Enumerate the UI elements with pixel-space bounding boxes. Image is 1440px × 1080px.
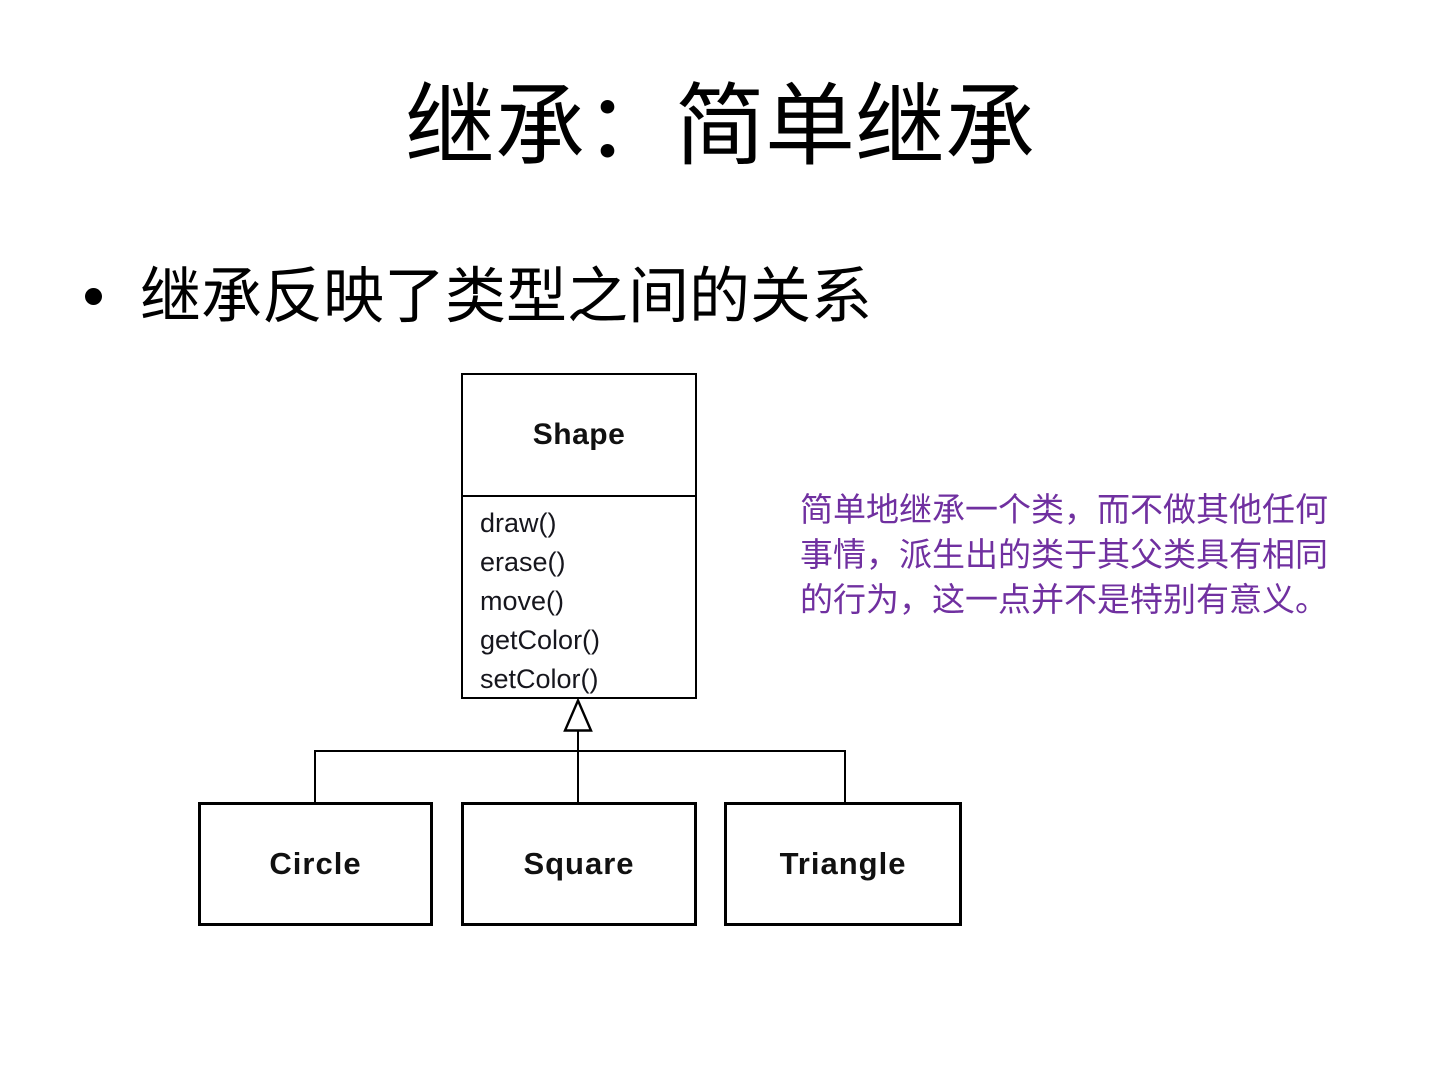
bullet-item: 继承反映了类型之间的关系 xyxy=(85,248,1385,344)
note-line: 的行为，这一点并不是特别有意义。 xyxy=(800,581,1328,618)
connector-vertical-right xyxy=(844,750,846,803)
class-box-circle: Circle xyxy=(198,802,433,926)
class-box-shape: Shape draw() erase() move() getColor() s… xyxy=(461,373,697,699)
note-line: 事情，派生出的类于其父类具有相同 xyxy=(800,536,1328,573)
connector-vertical-center xyxy=(577,730,579,803)
note-text: 简单地继承一个类，而不做其他任何 事情，派生出的类于其父类具有相同 的行为，这一… xyxy=(800,487,1410,622)
connector-horizontal xyxy=(314,750,846,752)
bullet-marker-icon xyxy=(85,288,102,305)
class-method: getColor() xyxy=(480,625,601,655)
class-name-shape: Shape xyxy=(463,375,695,497)
class-box-square: Square xyxy=(461,802,697,926)
inheritance-arrow-icon xyxy=(563,699,593,732)
class-method: setColor() xyxy=(480,664,599,694)
connector-vertical-left xyxy=(314,750,316,803)
class-box-triangle: Triangle xyxy=(724,802,962,926)
slide-title: 继承：简单继承 xyxy=(405,77,1035,177)
class-method: move() xyxy=(480,586,565,616)
note-line: 简单地继承一个类，而不做其他任何 xyxy=(800,491,1328,528)
class-method: draw() xyxy=(480,508,557,538)
class-methods-list: draw() erase() move() getColor() setColo… xyxy=(463,497,695,699)
class-method: erase() xyxy=(480,547,566,577)
bullet-text: 继承反映了类型之间的关系 xyxy=(140,262,873,330)
